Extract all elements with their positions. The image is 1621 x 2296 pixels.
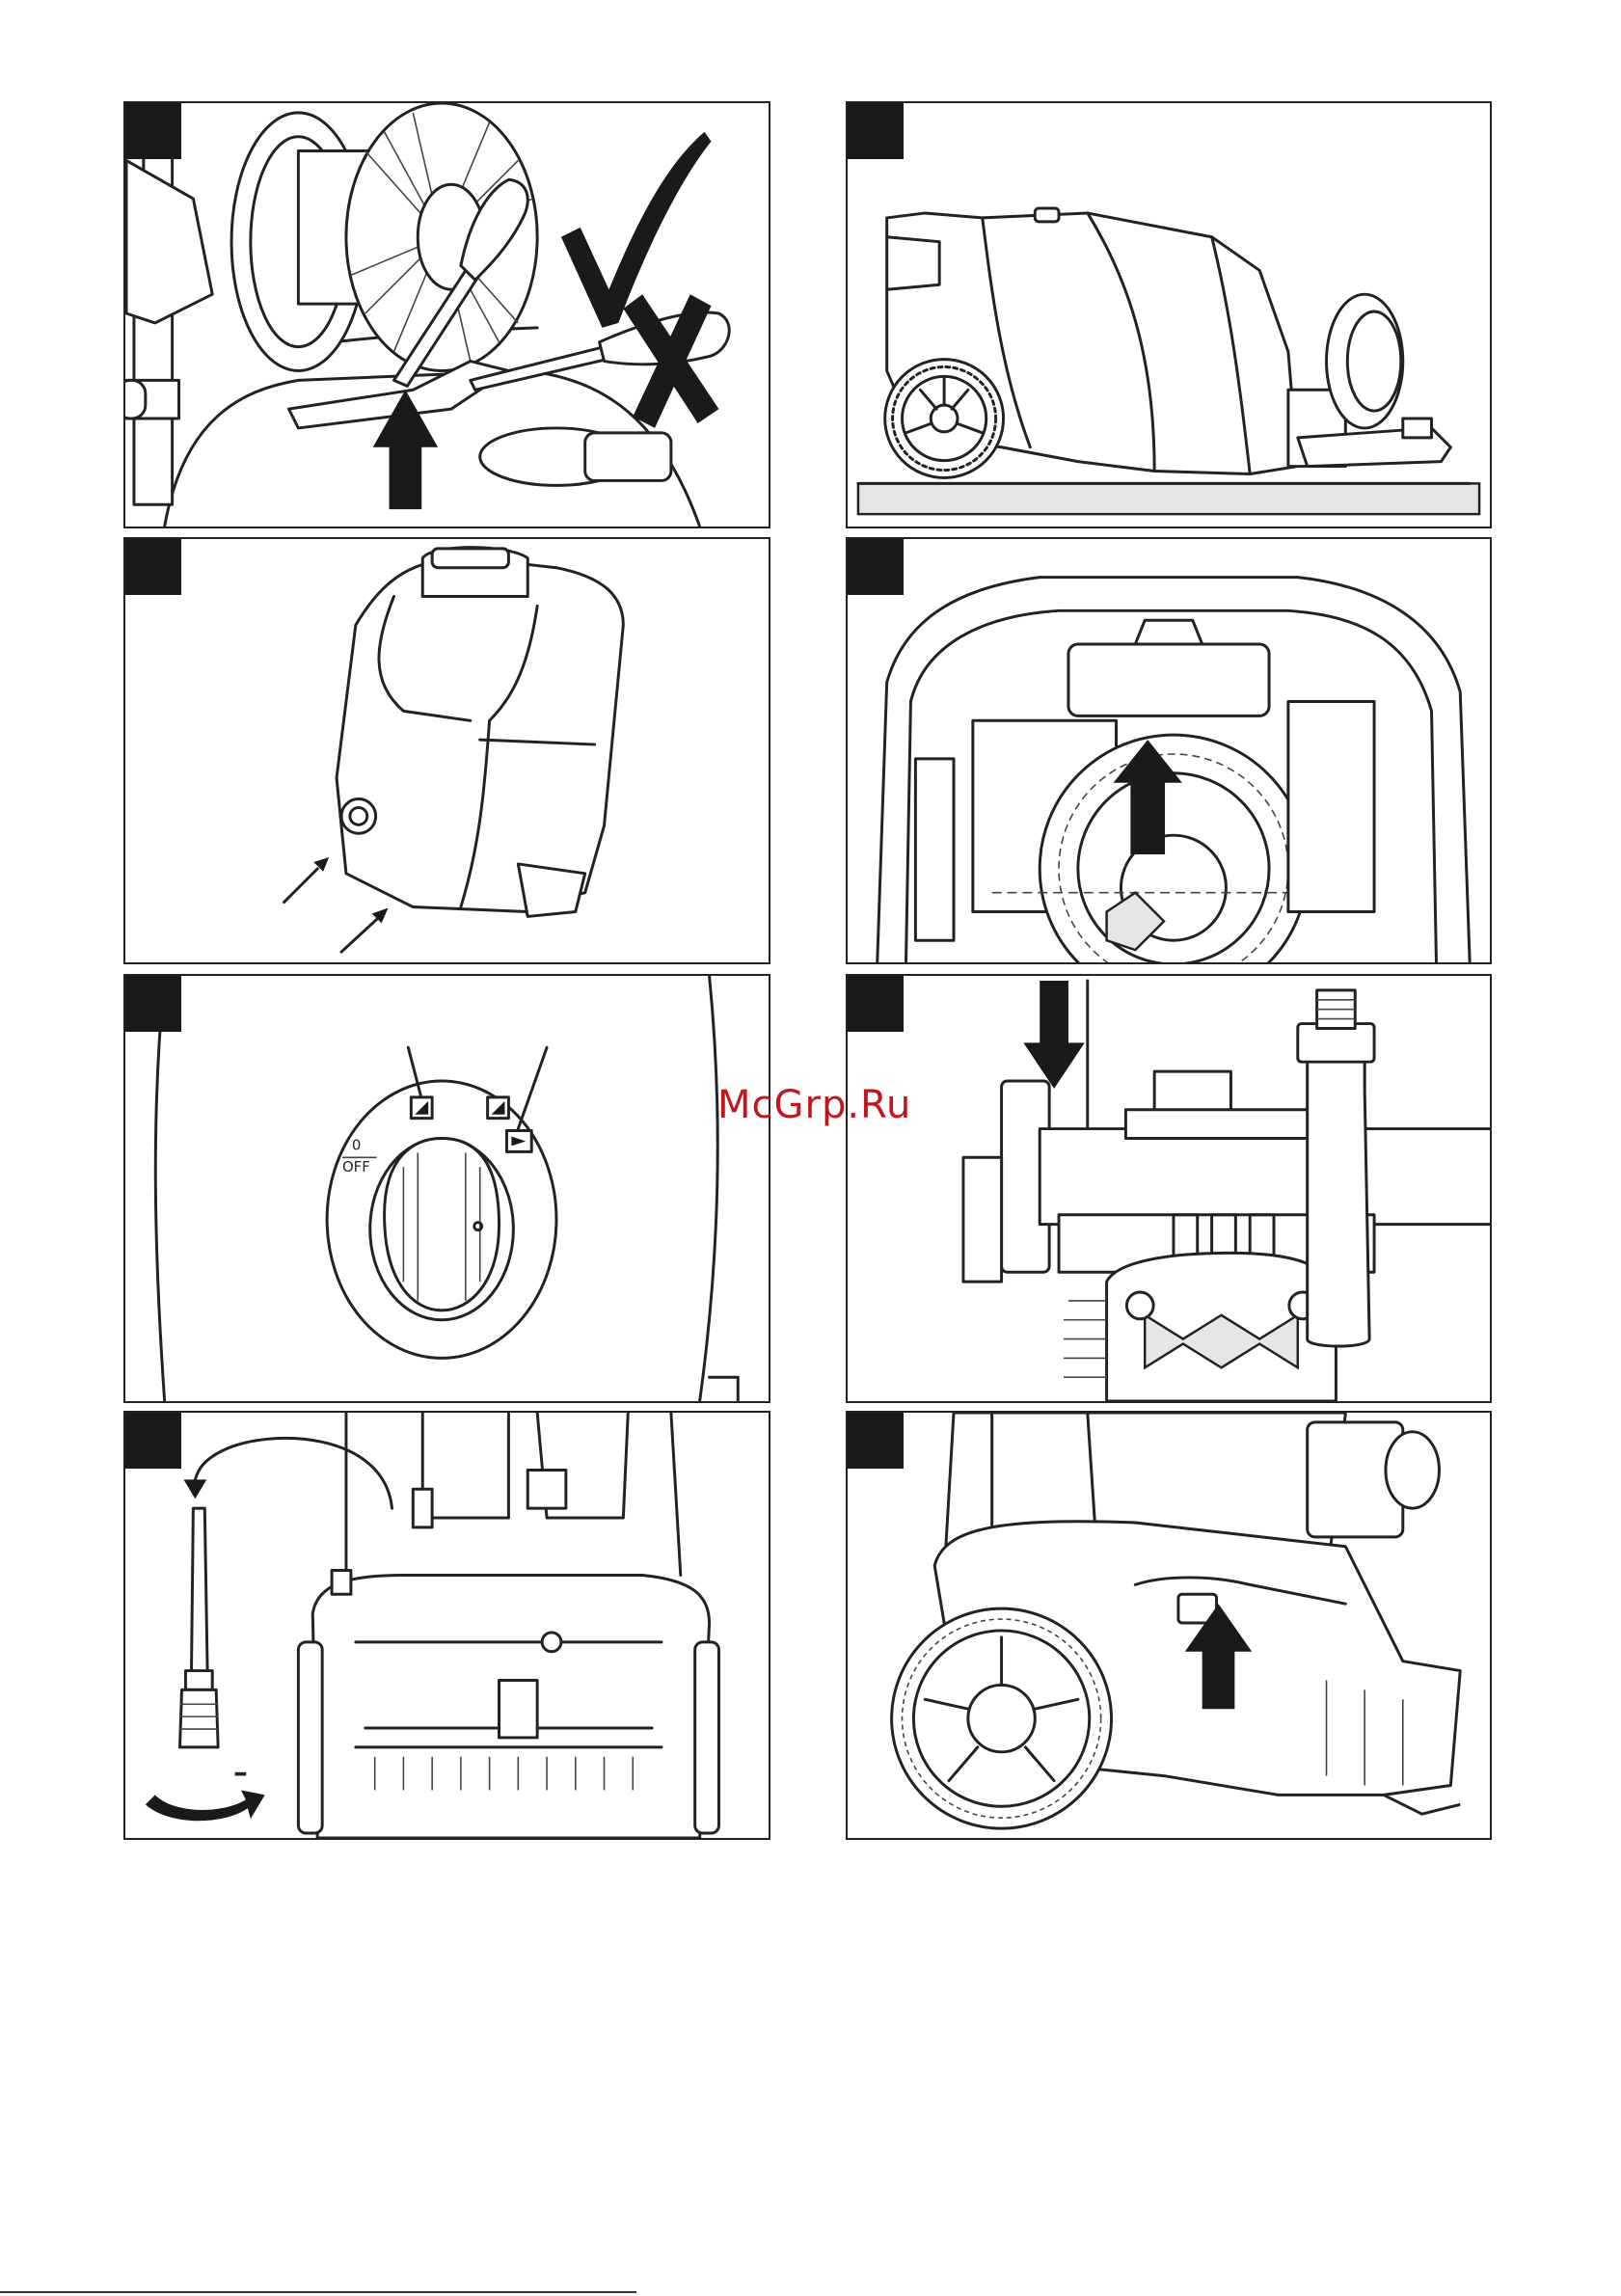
panel-6: [846, 974, 1492, 1403]
panel-4: [846, 537, 1492, 964]
panel-1: [123, 101, 770, 528]
ground-strip: [858, 483, 1479, 514]
panel-3: [123, 537, 770, 964]
step-tab-6: [848, 976, 904, 1032]
illustration-hose-reel-release: [125, 103, 769, 527]
step-tab-4: [848, 539, 904, 595]
off-position-number: 0: [352, 1136, 361, 1153]
illustration-open-housing: [848, 539, 1490, 962]
step-tab-5: [125, 976, 181, 1032]
illustration-filter-removal: –: [125, 1413, 769, 1838]
watermark: McGrp.Ru: [717, 1083, 911, 1127]
step-tab-3: [125, 539, 181, 595]
step-tab-7: [125, 1413, 181, 1469]
minus-sign: –: [233, 1756, 248, 1790]
step-tab-1: [125, 103, 181, 159]
panel-5: 0 OFF: [123, 974, 770, 1403]
panel-8: [846, 1411, 1492, 1840]
illustration-side-view: [848, 103, 1490, 527]
panel-2: [846, 101, 1492, 528]
down-arrow-icon: [1023, 981, 1084, 1089]
illustration-selector-dial: 0 OFF: [125, 976, 769, 1401]
step-tab-2: [848, 103, 904, 159]
footer-rule: [0, 2291, 636, 2293]
curved-arrow-icon: [195, 1438, 392, 1508]
panel-7: –: [123, 1411, 770, 1840]
illustration-rear-wheel: [848, 1413, 1490, 1838]
step-tab-8: [848, 1413, 904, 1469]
off-position-label: OFF: [342, 1158, 370, 1175]
rotate-arrow-icon: [146, 1790, 265, 1821]
illustration-front-cover: [125, 539, 769, 962]
illustration-pump-unit: [848, 976, 1490, 1401]
